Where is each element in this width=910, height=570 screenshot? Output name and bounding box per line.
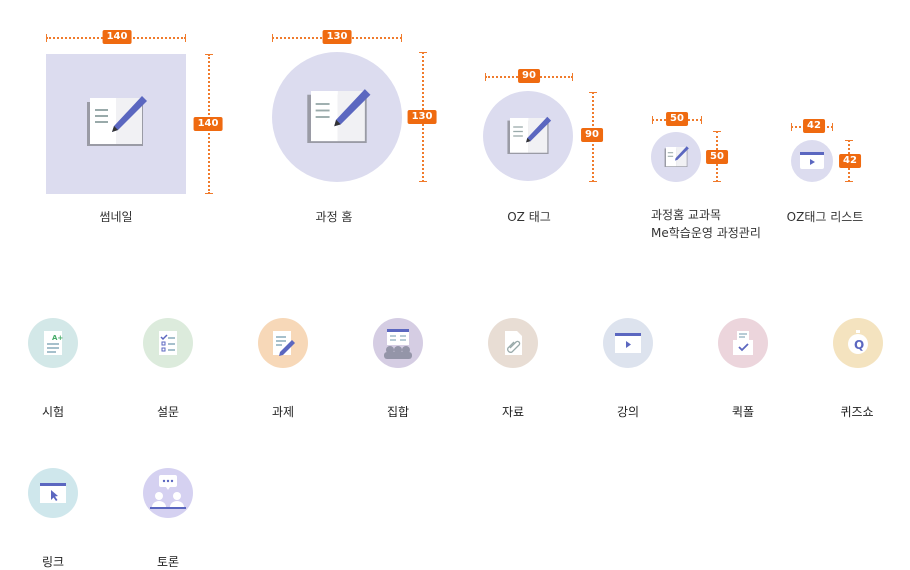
book-pencil-icon — [307, 89, 371, 143]
course-subject-label-line2: Me학습운영 과정관리 — [651, 226, 761, 240]
quizshow-icon: Q — [848, 330, 868, 354]
link-icon — [40, 483, 66, 503]
oz-tag-list-label: OZ태그 리스트 — [786, 210, 864, 224]
exam-label: 시험 — [41, 405, 65, 419]
lecture-label: 강의 — [616, 405, 640, 419]
width-badge: 42 — [803, 119, 825, 133]
quizshow-circle: Q — [833, 318, 883, 368]
height-badge: 140 — [193, 117, 223, 131]
oz-tag-label: OZ 태그 — [507, 210, 551, 224]
material-icon — [505, 331, 522, 355]
quickpoll-label: 퀵폴 — [731, 405, 755, 419]
height-badge: 42 — [839, 154, 861, 168]
course-subject-label: 과정홈 교과목 Me학습운영 과정관리 — [651, 206, 761, 242]
course-home-label: 과정 홈 — [315, 210, 353, 224]
video-player-icon — [800, 152, 824, 169]
quickpoll-icon — [733, 331, 753, 355]
link-circle — [28, 468, 78, 518]
material-label: 자료 — [501, 405, 525, 419]
exam-circle: A+ — [28, 318, 78, 368]
link-label: 링크 — [41, 555, 65, 569]
book-pencil-icon — [507, 116, 552, 154]
discussion-label: 토론 — [156, 555, 180, 569]
assignment-icon — [273, 331, 295, 356]
thumbnail-label: 썸네일 — [99, 210, 133, 224]
book-pencil-icon — [664, 146, 689, 167]
book-pencil-icon — [87, 96, 147, 146]
svg-text:A+: A+ — [52, 334, 63, 342]
thumbnail-preview — [46, 54, 186, 194]
group-icon — [384, 329, 412, 359]
course-home-preview — [272, 52, 402, 182]
discussion-icon — [150, 475, 186, 509]
height-badge: 50 — [706, 150, 728, 164]
survey-icon — [159, 331, 177, 355]
quizshow-label: 퀴즈쇼 — [840, 405, 874, 419]
survey-circle — [143, 318, 193, 368]
discussion-circle — [143, 468, 193, 518]
group-label: 집합 — [386, 405, 410, 419]
group-circle — [373, 318, 423, 368]
oz-tag-preview — [483, 91, 573, 181]
width-badge: 140 — [102, 30, 132, 44]
width-badge: 50 — [666, 112, 688, 126]
width-badge: 130 — [322, 30, 352, 44]
oz-tag-list-preview — [791, 140, 833, 182]
height-badge: 90 — [581, 128, 603, 142]
course-subject-label-line1: 과정홈 교과목 — [651, 208, 722, 222]
course-subject-preview — [651, 132, 701, 182]
survey-label: 설문 — [156, 405, 180, 419]
assignment-label: 과제 — [271, 405, 295, 419]
lecture-icon — [615, 333, 641, 353]
svg-text:Q: Q — [854, 338, 864, 352]
width-badge: 90 — [518, 69, 540, 83]
assignment-circle — [258, 318, 308, 368]
exam-icon: A+ — [44, 331, 63, 355]
height-badge: 130 — [407, 110, 437, 124]
material-circle — [488, 318, 538, 368]
lecture-circle — [603, 318, 653, 368]
quickpoll-circle — [718, 318, 768, 368]
